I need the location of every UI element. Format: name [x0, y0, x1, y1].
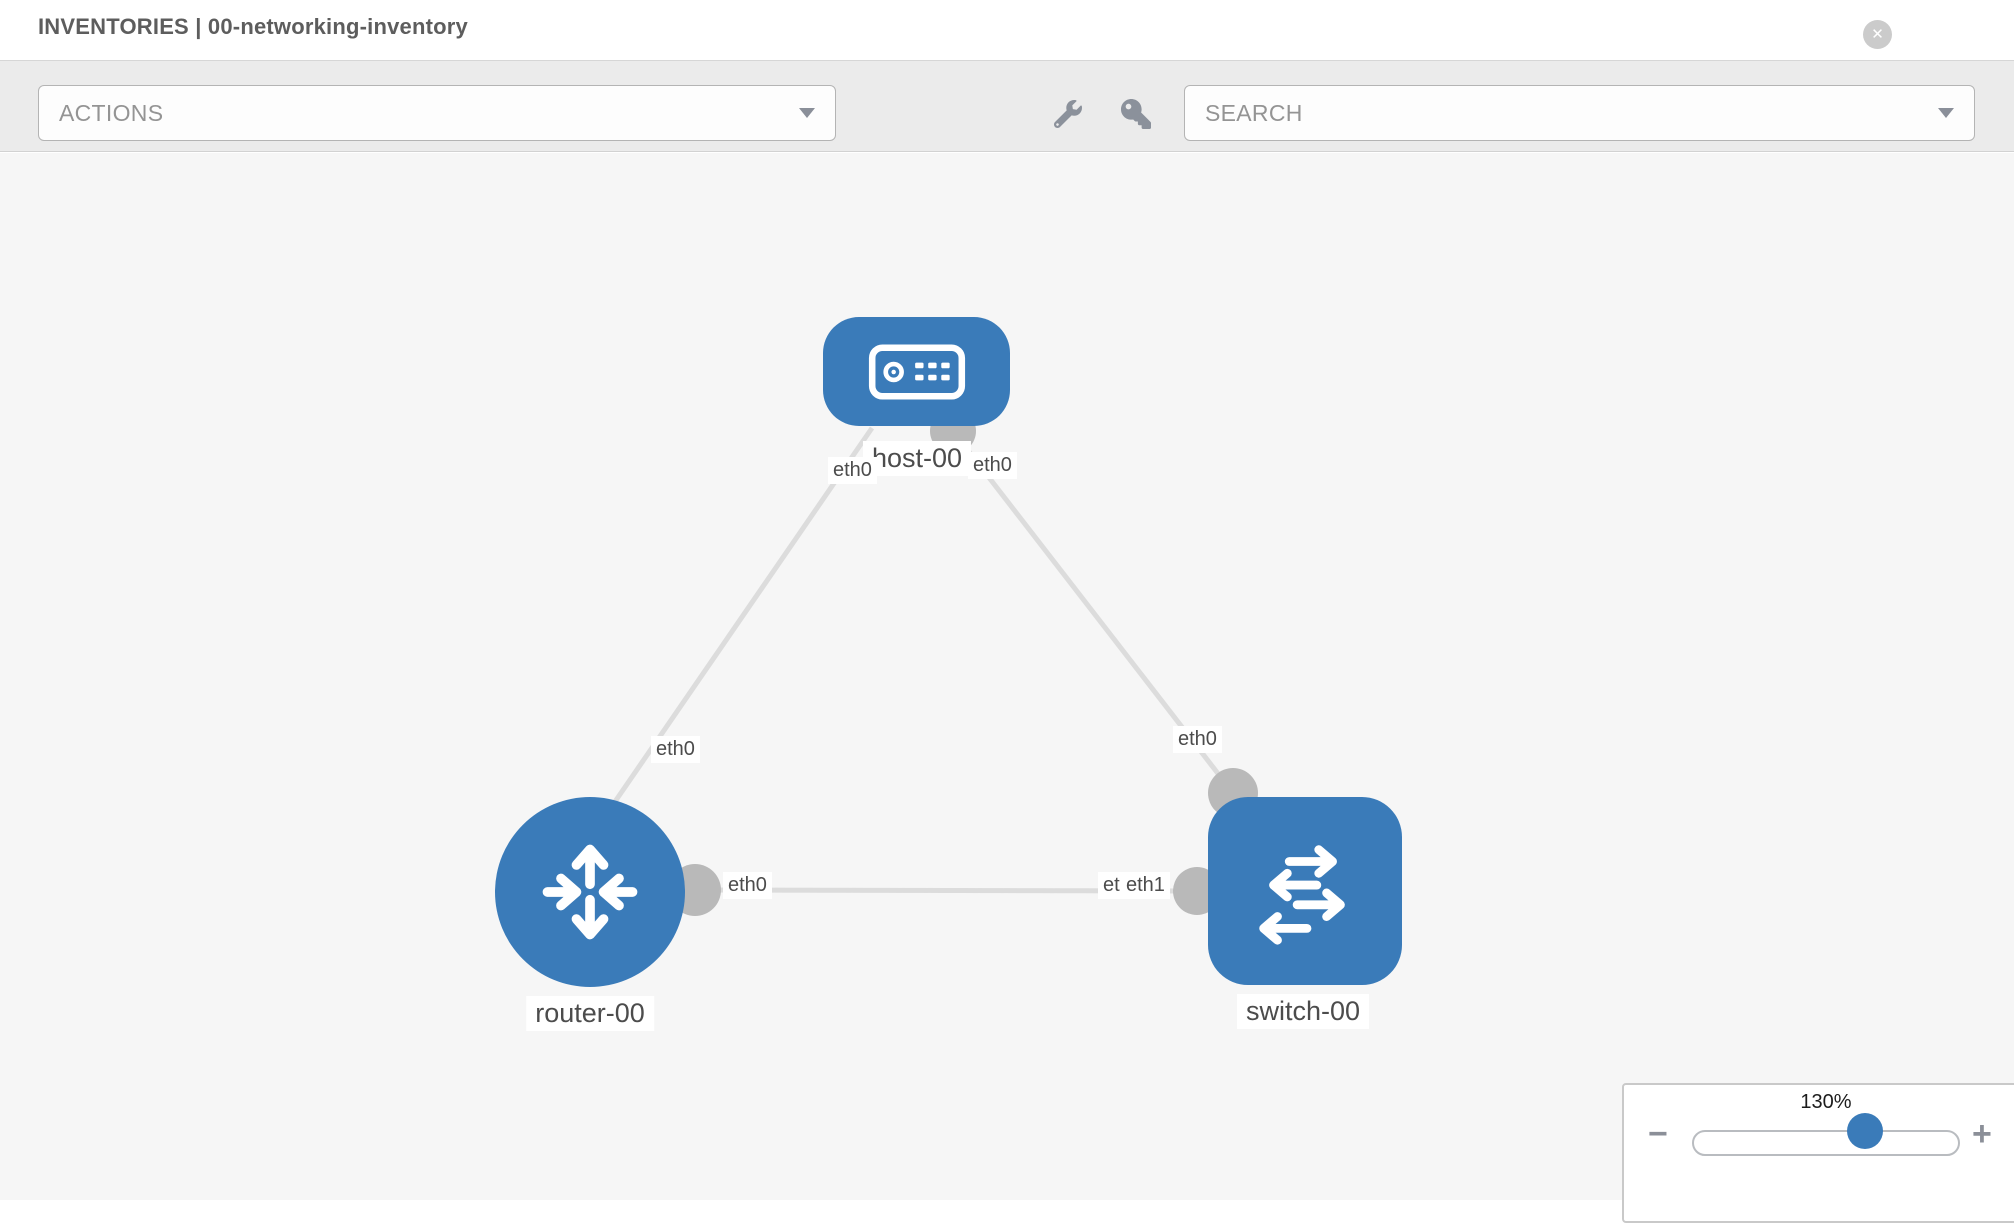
switch-icon — [1259, 845, 1345, 945]
node-switch-00[interactable] — [1208, 797, 1402, 985]
interface-label-switch-eth1: eth1 — [1121, 872, 1170, 899]
zoom-slider-handle[interactable] — [1847, 1113, 1883, 1149]
topology-canvas: host-00 router-00 switch-00 eth0 eth0 et… — [0, 153, 2014, 1200]
header: INVENTORIES | 00-networking-inventory ✕ — [0, 0, 2014, 61]
links-layer — [609, 426, 1235, 894]
interface-label-router-eth0-top: eth0 — [651, 736, 700, 763]
interface-label-switch-eth0-top: eth0 — [1173, 726, 1222, 753]
interface-label-host-eth0-left: eth0 — [828, 457, 877, 484]
node-label-host-00: host-00 — [862, 441, 972, 476]
zoom-slider-track[interactable] — [1692, 1130, 1960, 1156]
close-icon[interactable]: ✕ — [1863, 20, 1892, 49]
interface-label-router-eth0-right: eth0 — [723, 872, 772, 899]
zoom-out-button[interactable]: − — [1648, 1115, 1668, 1153]
zoom-in-button[interactable]: + — [1972, 1115, 1992, 1153]
zoom-level: 130% — [1800, 1091, 1852, 1113]
search-dropdown[interactable]: SEARCH — [1184, 85, 1975, 141]
page-title: INVENTORIES | 00-networking-inventory — [38, 14, 468, 39]
search-dropdown-label: SEARCH — [1205, 99, 1303, 126]
node-host-00[interactable] — [823, 317, 1010, 426]
router-icon — [542, 844, 638, 940]
actions-dropdown-label: ACTIONS — [59, 99, 164, 126]
interface-label-switch-eth0-hidden: eth0 — [1098, 872, 1124, 899]
chevron-down-icon — [1938, 108, 1954, 118]
key-icon[interactable] — [1119, 97, 1153, 131]
zoom-panel: 130% − + — [1622, 1083, 2014, 1223]
interface-label-host-eth0-right: eth0 — [968, 452, 1017, 479]
node-label-switch-00: switch-00 — [1236, 994, 1370, 1029]
chevron-down-icon — [799, 108, 815, 118]
actions-dropdown[interactable]: ACTIONS — [38, 85, 836, 141]
wrench-icon[interactable] — [1051, 97, 1085, 131]
node-label-router-00: router-00 — [526, 996, 654, 1031]
toolbar: ACTIONS SEARCH — [0, 61, 2014, 152]
server-icon — [868, 343, 965, 400]
node-router-00[interactable] — [495, 797, 685, 987]
